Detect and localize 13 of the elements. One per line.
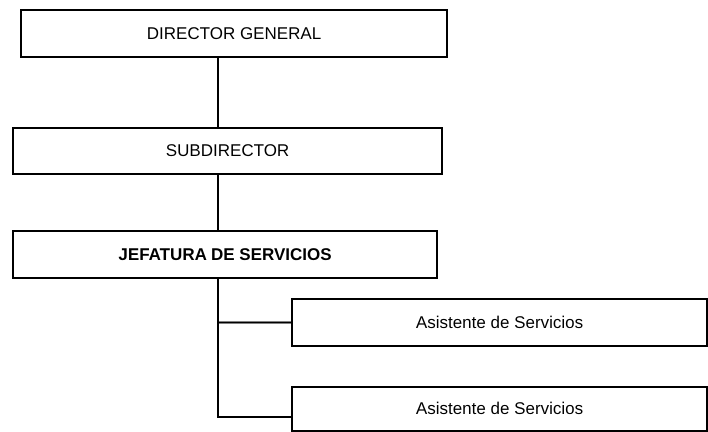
connector-line [217, 279, 291, 418]
org-box [12, 127, 443, 175]
box-title: DIRECTOR GENERAL [146, 24, 322, 44]
org-box [291, 298, 708, 347]
box-title: SUBDIRECTOR [166, 141, 290, 161]
org-box [20, 9, 448, 58]
box-title: JEFATURA DE SERVICIOS [118, 244, 332, 264]
org-box [12, 230, 438, 279]
connector-line [217, 175, 219, 230]
org-box [291, 386, 708, 432]
box-title: Asistente de Servicios [416, 399, 584, 419]
connector-line [217, 58, 219, 127]
box-title: Asistente de Servicios [416, 312, 584, 332]
